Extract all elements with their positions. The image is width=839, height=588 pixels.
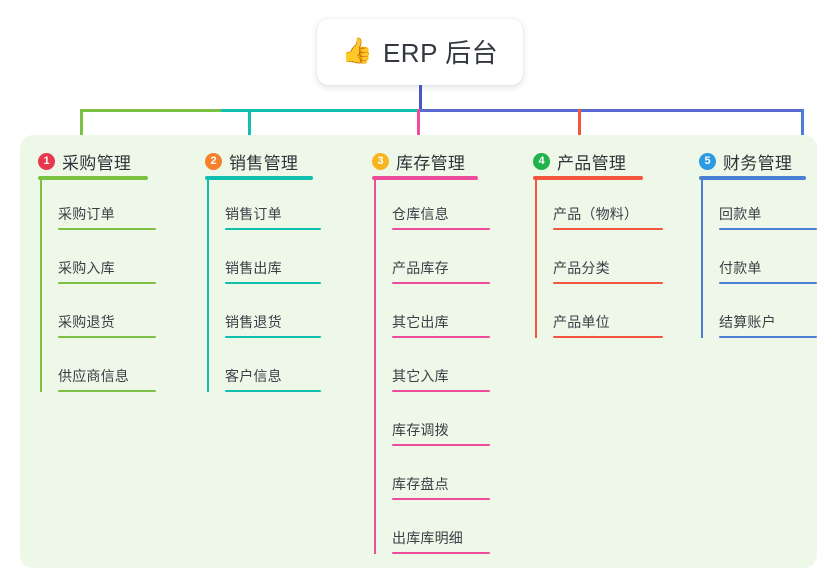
branch-item[interactable]: 其它入库 (392, 358, 490, 392)
branch-item-label: 销售订单 (225, 206, 282, 222)
bar-segment-teal (221, 109, 419, 112)
branch-item-label: 仓库信息 (392, 206, 449, 222)
branch-title-4: 产品管理 (557, 153, 627, 173)
branch-item[interactable]: 产品库存 (392, 250, 490, 284)
branch-underline-1 (38, 176, 148, 180)
branch-item-label: 库存调拨 (392, 422, 449, 438)
branch-item-underline (392, 552, 490, 554)
branch-item-label: 产品（物料） (553, 206, 639, 222)
branch-item-underline (392, 228, 490, 230)
branch-item[interactable]: 销售退货 (225, 304, 321, 338)
branch-item-underline (58, 282, 156, 284)
branch-item-label: 供应商信息 (58, 368, 129, 384)
branch-item-underline (553, 228, 663, 230)
branch-item[interactable]: 仓库信息 (392, 196, 490, 230)
branch-item-label: 采购入库 (58, 260, 115, 276)
branch-item[interactable]: 产品单位 (553, 304, 663, 338)
branch-item[interactable]: 销售订单 (225, 196, 321, 230)
branch-title-5: 财务管理 (723, 153, 793, 173)
branch-item-label: 付款单 (719, 260, 762, 276)
branch-item[interactable]: 采购退货 (58, 304, 156, 338)
branch-item[interactable]: 产品分类 (553, 250, 663, 284)
branch-item-underline (225, 282, 321, 284)
branch-item[interactable]: 出库库明细 (392, 520, 490, 554)
branch-title-2: 销售管理 (229, 153, 299, 173)
branch-header-4[interactable]: 4 产品管理 (533, 146, 626, 176)
branch-header-1[interactable]: 1 采购管理 (38, 146, 131, 176)
branch-item-label: 其它入库 (392, 368, 449, 384)
branch-item-underline (392, 336, 490, 338)
branch-item-underline (392, 390, 490, 392)
branch-spine-2 (207, 180, 209, 392)
branch-header-2[interactable]: 2 销售管理 (205, 146, 298, 176)
branch-item[interactable]: 采购订单 (58, 196, 156, 230)
branch-underline-5 (699, 176, 806, 180)
branch-header-3[interactable]: 3 库存管理 (372, 146, 465, 176)
bar-segment-green (80, 109, 221, 112)
root-node-content: 👍 ERP 后台 (342, 33, 498, 70)
branch-item-label: 其它出库 (392, 314, 449, 330)
branch-item-label: 采购订单 (58, 206, 115, 222)
branch-underline-4 (533, 176, 643, 180)
branch-spine-5 (701, 180, 703, 338)
branch-title-3: 库存管理 (396, 153, 466, 173)
thumbs-up-icon: 👍 (341, 36, 373, 65)
branch-item-label: 客户信息 (225, 368, 282, 384)
branch-item[interactable]: 付款单 (719, 250, 817, 284)
branch-item-underline (392, 444, 490, 446)
branch-item-label: 结算账户 (719, 314, 776, 330)
branch-item-label: 出库库明细 (392, 530, 463, 546)
branch-badge-4: 4 (533, 152, 550, 170)
branch-underline-2 (205, 176, 313, 180)
branch-item-underline (719, 228, 817, 230)
content-panel (20, 135, 817, 568)
branch-badge-1: 1 (38, 152, 55, 170)
branch-item-underline (58, 228, 156, 230)
branch-item-underline (58, 336, 156, 338)
branch-item[interactable]: 库存调拨 (392, 412, 490, 446)
branch-spine-1 (40, 180, 42, 392)
branch-item-underline (553, 282, 663, 284)
branch-spine-4 (535, 180, 537, 338)
branch-item-label: 回款单 (719, 206, 762, 222)
branch-header-5[interactable]: 5 财务管理 (699, 146, 792, 176)
branch-item[interactable]: 结算账户 (719, 304, 817, 338)
branch-item-label: 销售出库 (225, 260, 282, 276)
branch-item-underline (719, 282, 817, 284)
branch-item-underline (58, 390, 156, 392)
root-node[interactable]: 👍 ERP 后台 (317, 19, 523, 85)
root-node-title: ERP 后台 (382, 37, 499, 68)
branch-spine-3 (374, 180, 376, 554)
branch-item[interactable]: 销售出库 (225, 250, 321, 284)
branch-item[interactable]: 供应商信息 (58, 358, 156, 392)
bar-segment-blue (419, 109, 804, 112)
branch-item-underline (392, 282, 490, 284)
branch-item[interactable]: 回款单 (719, 196, 817, 230)
branch-item-underline (719, 336, 817, 338)
trunk-stem (419, 85, 422, 109)
branch-item-label: 采购退货 (58, 314, 115, 330)
branch-item-label: 产品分类 (553, 260, 610, 276)
branch-item[interactable]: 其它出库 (392, 304, 490, 338)
branch-item-label: 销售退货 (225, 314, 282, 330)
branch-item-underline (553, 336, 663, 338)
branch-item-label: 产品库存 (392, 260, 449, 276)
branch-item[interactable]: 产品（物料） (553, 196, 663, 230)
branch-item-label: 库存盘点 (392, 476, 449, 492)
branch-badge-2: 2 (205, 152, 222, 170)
branch-underline-3 (372, 176, 478, 180)
branch-item-underline (392, 498, 490, 500)
branch-title-1: 采购管理 (62, 153, 132, 173)
branch-badge-3: 3 (372, 152, 389, 170)
branch-item-underline (225, 390, 321, 392)
branch-item[interactable]: 采购入库 (58, 250, 156, 284)
branch-item[interactable]: 库存盘点 (392, 466, 490, 500)
branch-item-underline (225, 228, 321, 230)
branch-item-label: 产品单位 (553, 314, 610, 330)
branch-item-underline (225, 336, 321, 338)
branch-item[interactable]: 客户信息 (225, 358, 321, 392)
branch-badge-5: 5 (699, 152, 716, 170)
